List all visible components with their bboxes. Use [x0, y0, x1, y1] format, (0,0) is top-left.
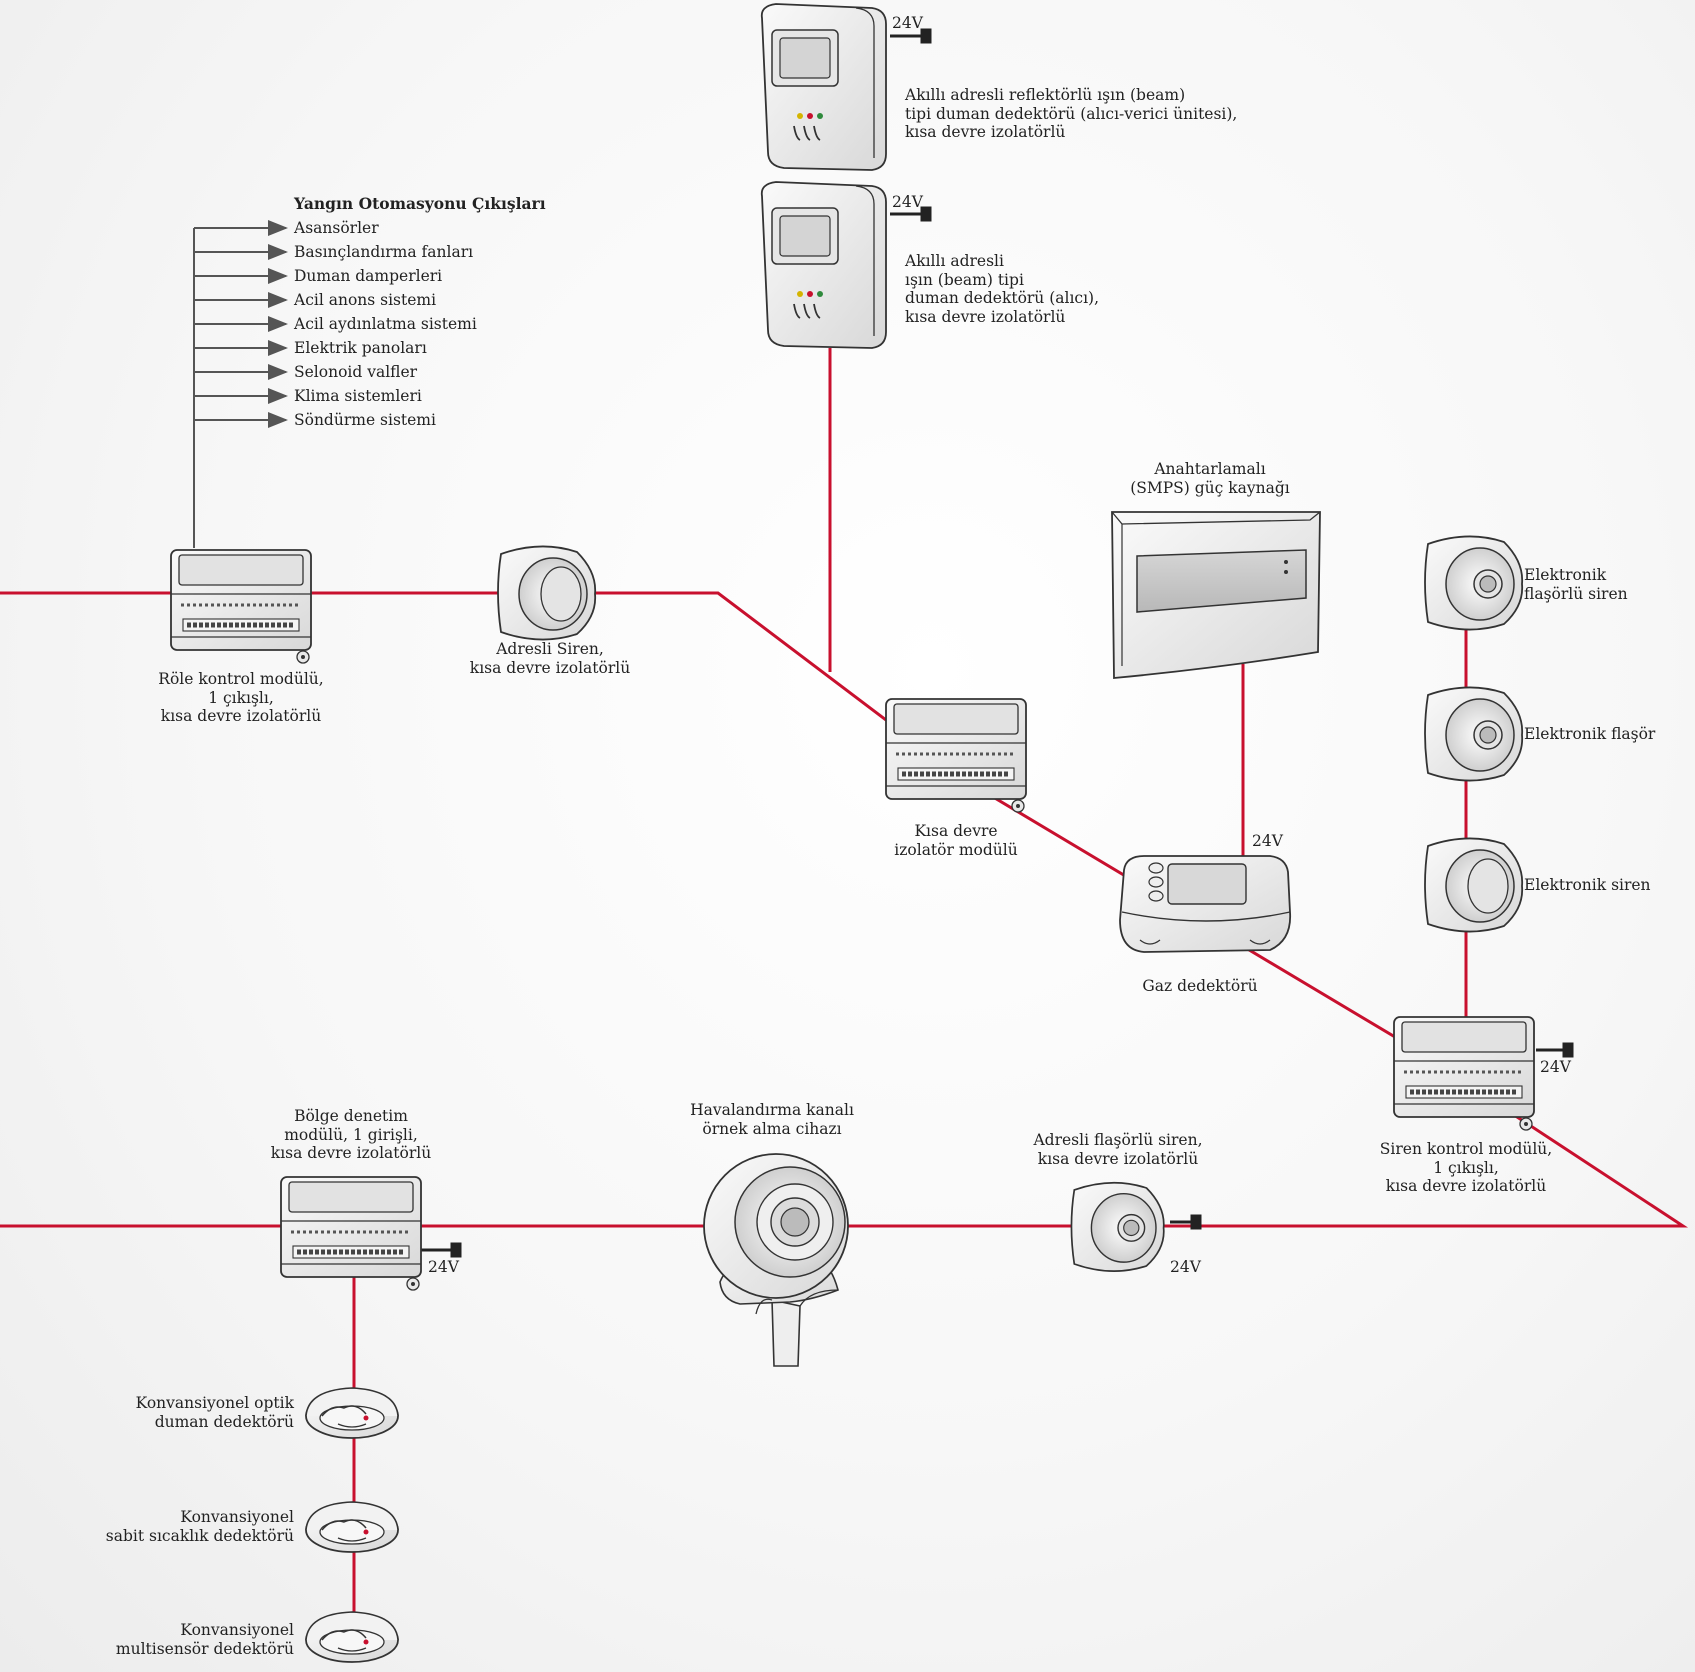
multisensor-label: Konvansiyonel multisensör dedektörü: [115, 1621, 294, 1658]
optical-smoke-label: Konvansiyonel optik duman dedektörü: [135, 1394, 294, 1431]
automation-output-item: Basınçlandırma fanları: [294, 243, 474, 261]
gas-detector-label: Gaz dedektörü: [1142, 977, 1258, 995]
psu-device: [1111, 511, 1321, 679]
isolator-module-device: [886, 699, 1026, 812]
duct-sampler-device: [703, 1153, 849, 1367]
siren-label: Elektronik siren: [1524, 876, 1651, 894]
siren-control-label: Siren kontrol modülü, 1 çıkışlı, kısa de…: [1379, 1140, 1553, 1195]
isolator-module-label: Kısa devre izolatör modülü: [894, 822, 1018, 859]
automation-output-item: Elektrik panoları: [294, 339, 427, 357]
duct-sampler-label: Havalandırma kanalı örnek alma cihazı: [690, 1101, 854, 1138]
address-flash-siren-voltage: 24V: [1170, 1258, 1201, 1276]
relay-module-device: [171, 550, 311, 663]
automation-output-item: Klima sistemleri: [294, 387, 422, 405]
flash-siren-device: [1424, 535, 1524, 631]
zone-module-voltage: 24V: [428, 1258, 459, 1276]
address-flash-siren-label: Adresli flaşörlü siren, kısa devre izola…: [1033, 1131, 1203, 1168]
automation-output-item: Acil aydınlatma sistemi: [294, 315, 477, 333]
siren-device: [1424, 837, 1524, 933]
gas-detector-voltage: 24V: [1252, 832, 1283, 850]
optical-smoke-detector-device: [305, 1387, 399, 1439]
beam-receiver-device: [760, 181, 887, 349]
siren-control-voltage: 24V: [1540, 1058, 1571, 1076]
automation-output-item: Söndürme sistemi: [294, 411, 436, 429]
flash-siren-label: Elektronik flaşörlü siren: [1524, 566, 1628, 603]
heat-detector-device: [305, 1501, 399, 1553]
beam-receiver-voltage: 24V: [892, 193, 923, 211]
address-siren-label: Adresli Siren, kısa devre izolatörlü: [469, 640, 631, 677]
zone-module-device: [281, 1177, 421, 1290]
automation-outputs-title: Yangın Otomasyonu Çıkışları: [294, 194, 546, 213]
zone-module-label: Bölge denetim modülü, 1 girişli, kısa de…: [270, 1107, 432, 1162]
beam-transceiver-label: Akıllı adresli reflektörlü ışın (beam) t…: [905, 86, 1238, 141]
automation-output-item: Acil anons sistemi: [294, 291, 437, 309]
siren-control-module-device: [1394, 1017, 1534, 1130]
beam-receiver-label: Akıllı adresli ışın (beam) tipi duman de…: [905, 252, 1100, 326]
psu-label: Anahtarlamalı (SMPS) güç kaynağı: [1130, 460, 1290, 497]
heat-detector-label: Konvansiyonel sabit sıcaklık dedektörü: [105, 1508, 294, 1545]
flasher-label: Elektronik flaşör: [1524, 725, 1656, 743]
beam-transceiver-voltage: 24V: [892, 14, 923, 32]
automation-output-item: Selonoid valfler: [294, 363, 418, 381]
address-siren-device: [497, 545, 597, 641]
automation-output-item: Duman damperleri: [294, 267, 443, 285]
automation-output-lines: [193, 220, 288, 548]
address-flash-siren-device: [1070, 1181, 1165, 1273]
relay-module-label: Röle kontrol modülü, 1 çıkışlı, kısa dev…: [158, 670, 324, 725]
flasher-device: [1424, 686, 1524, 782]
gas-detector-device: [1119, 855, 1292, 953]
automation-output-item: Asansörler: [294, 219, 379, 237]
loop-wiring: [0, 348, 1689, 1640]
beam-transceiver-device: [760, 3, 887, 171]
multisensor-detector-device: [305, 1611, 399, 1663]
power-stubs: [420, 28, 1574, 1258]
